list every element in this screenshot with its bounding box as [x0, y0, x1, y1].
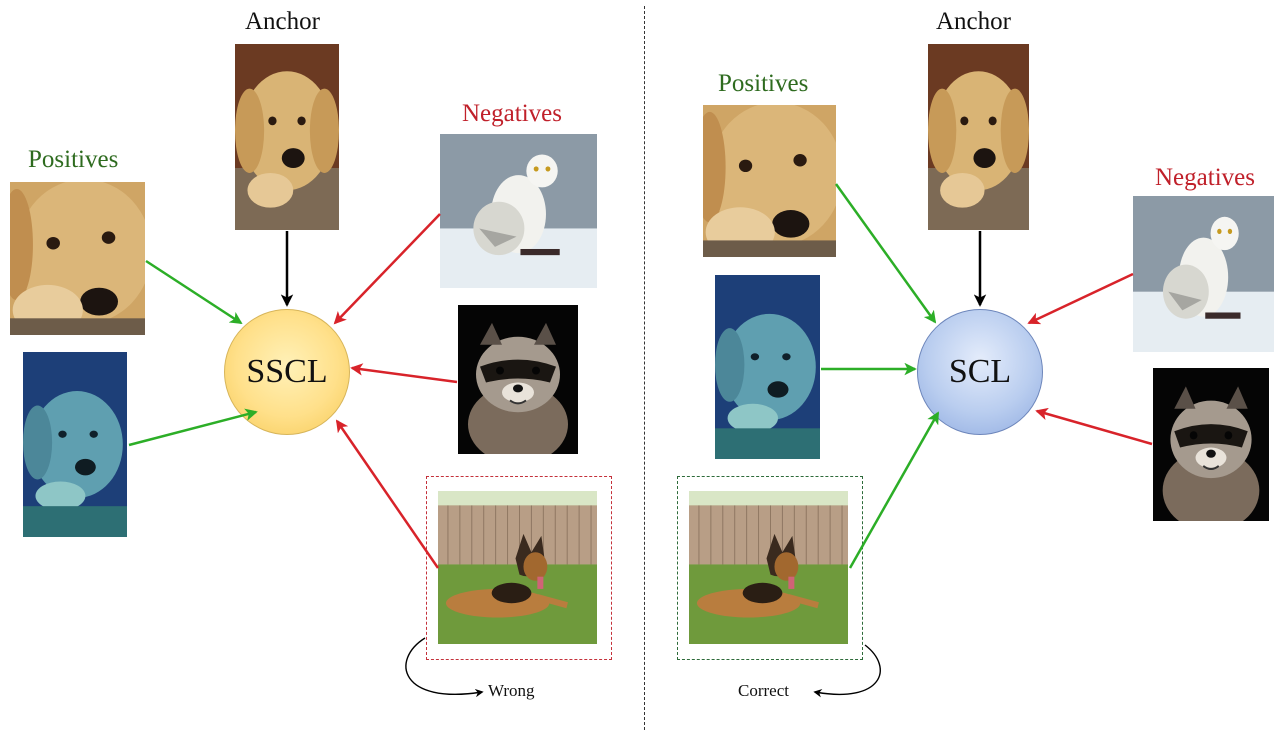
right-positive-arrow-shepherd: [848, 411, 940, 569]
left-negative-arrow-raccoon: [350, 363, 458, 384]
right-negatives-label: Negatives: [1155, 164, 1255, 191]
right-correct-curved-arrow: [813, 644, 881, 698]
right-correct-annotation: Correct: [738, 681, 789, 700]
left-positive-arrow-2: [128, 408, 258, 447]
right-negative-arrow-owl: [1027, 272, 1134, 325]
sscl-node-label: SSCL: [246, 353, 328, 390]
left-positive-arrow-1: [145, 259, 243, 325]
right-positives-label: Positives: [718, 70, 809, 97]
left-wrong-dashed-box: [426, 476, 612, 660]
left-wrong-curved-arrow: [405, 637, 484, 698]
right-correct-dashed-box: [677, 476, 863, 660]
left-negatives-label: Negatives: [462, 100, 562, 127]
scl-node-label: SCL: [948, 353, 1012, 390]
right-anchor-label: Anchor: [936, 8, 1011, 35]
left-wrong-annotation: Wrong: [488, 681, 535, 700]
left-negative-arrow-shepherd: [335, 419, 440, 569]
panel-divider: [644, 6, 645, 730]
left-positives-label: Positives: [28, 146, 119, 173]
right-positive-arrow-1: [834, 183, 937, 324]
left-negative-arrow-owl: [333, 213, 441, 325]
left-anchor-label: Anchor: [245, 8, 320, 35]
right-negative-arrow-raccoon: [1035, 407, 1153, 446]
sscl-node: SSCL: [224, 309, 350, 435]
